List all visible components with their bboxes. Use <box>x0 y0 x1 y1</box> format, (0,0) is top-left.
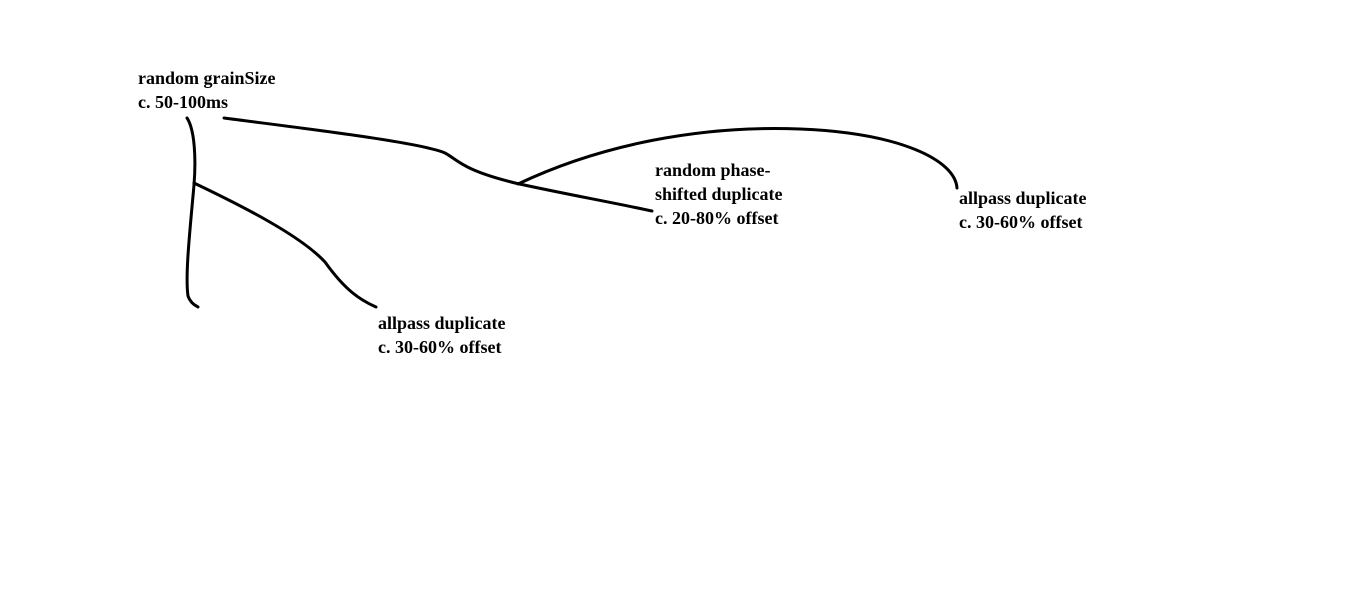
node-allpass-duplicate-right: allpass duplicate c. 30-60% offset <box>959 186 1087 234</box>
node-allpass-low-range: c. 30-60% offset <box>378 337 502 357</box>
node-phase-title-2: shifted duplicate <box>655 184 783 204</box>
connector-to-phase-shift <box>222 116 654 213</box>
node-random-grainsize: random grainSize c. 50-100ms <box>138 66 276 114</box>
node-allpass-low-title: allpass duplicate <box>378 313 506 333</box>
node-phase-range: c. 20-80% offset <box>655 208 779 228</box>
connector-root-trunk <box>185 116 200 309</box>
node-root-range: c. 50-100ms <box>138 92 228 112</box>
connector-to-allpass-right <box>516 127 959 190</box>
node-allpass-right-title: allpass duplicate <box>959 188 1087 208</box>
node-root-title: random grainSize <box>138 68 276 88</box>
node-allpass-duplicate-low: allpass duplicate c. 30-60% offset <box>378 311 506 359</box>
connector-to-allpass-low <box>192 181 378 309</box>
node-phase-shifted-duplicate: random phase- shifted duplicate c. 20-80… <box>655 158 783 230</box>
node-phase-title-1: random phase- <box>655 160 771 180</box>
node-allpass-right-range: c. 30-60% offset <box>959 212 1083 232</box>
